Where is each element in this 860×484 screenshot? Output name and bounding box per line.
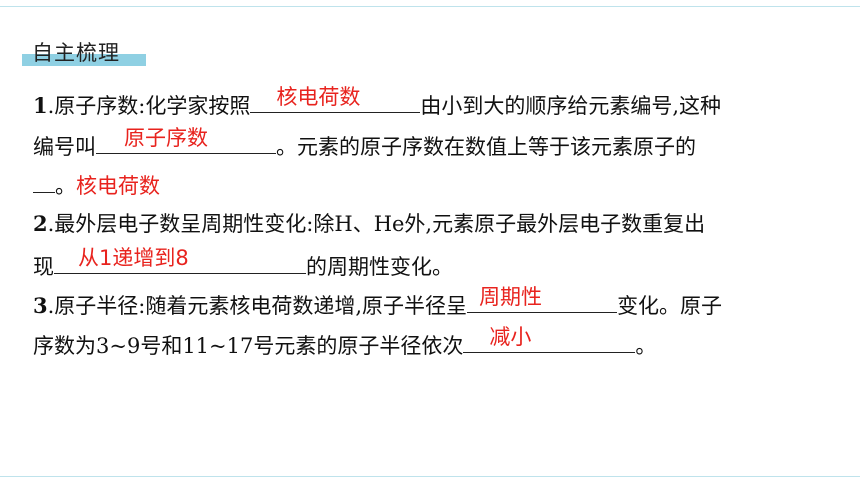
answer-text: 减小 (489, 325, 532, 349)
section-heading: 自主梳理 (32, 41, 120, 65)
text-segment: 变化。原子 (617, 294, 723, 318)
item-2-line-1: 2.最外层电子数呈周期性变化:除H、He外,元素原子最外层电子数重复出 (33, 209, 705, 239)
answer-text: 核电荷数 (76, 174, 160, 198)
item-1-line-3: 。核电荷数 (33, 168, 160, 198)
bottom-frame-line (0, 476, 860, 477)
heading-highlight-bar (22, 54, 146, 66)
text-segment: 。 (55, 174, 76, 198)
fill-blank: 周期性 (467, 285, 618, 313)
fill-blank: 减小 (463, 325, 636, 353)
text-segment: 的周期性变化。 (306, 255, 453, 279)
text-segment: 由小到大的顺序给元素编号,这种 (420, 94, 722, 118)
text-segment: 现 (33, 255, 54, 279)
text-segment: 序数为3~9号和11~17号元素的原子半径依次 (33, 334, 464, 358)
text-segment: 。元素的原子序数在数值上等于该元素原子的 (276, 135, 696, 159)
top-frame-line (0, 6, 860, 7)
answer-text: 从1递增到8 (78, 246, 189, 270)
text-segment: 编号叫 (33, 135, 96, 159)
item-1-line-1: 1.原子序数:化学家按照 核电荷数 由小到大的顺序给元素编号,这种 (33, 85, 722, 118)
fill-blank: 原子序数 (96, 126, 276, 154)
text-segment: 。 (635, 334, 657, 358)
item-number: 1 (33, 93, 48, 118)
text-segment: .原子序数:化学家按照 (47, 94, 251, 118)
fill-blank (33, 168, 55, 193)
fill-blank: 从1递增到8 (54, 246, 306, 274)
item-number: 2 (33, 211, 48, 236)
fill-blank: 核电荷数 (250, 85, 421, 113)
text-segment: .最外层电子数呈周期性变化:除H、He外,元素原子最外层电子数重复出 (47, 212, 706, 236)
item-3-line-1: 3.原子半径:随着元素核电荷数递增,原子半径呈周期性 变化。原子 (33, 285, 723, 318)
item-1-line-2: 编号叫 原子序数 。元素的原子序数在数值上等于该元素原子的 (33, 126, 696, 159)
answer-text: 核电荷数 (276, 85, 361, 109)
text-segment: .原子半径:随着元素核电荷数递增,原子半径呈 (47, 294, 468, 318)
item-2-line-2: 现从1递增到8 的周期性变化。 (33, 246, 453, 279)
answer-text: 原子序数 (124, 126, 208, 150)
answer-text: 周期性 (479, 285, 543, 309)
section-heading-badge: 自主梳理 (22, 37, 146, 67)
item-number: 3 (33, 293, 48, 318)
item-3-line-2: 序数为3~9号和11~17号元素的原子半径依次 减小 。 (33, 325, 657, 358)
